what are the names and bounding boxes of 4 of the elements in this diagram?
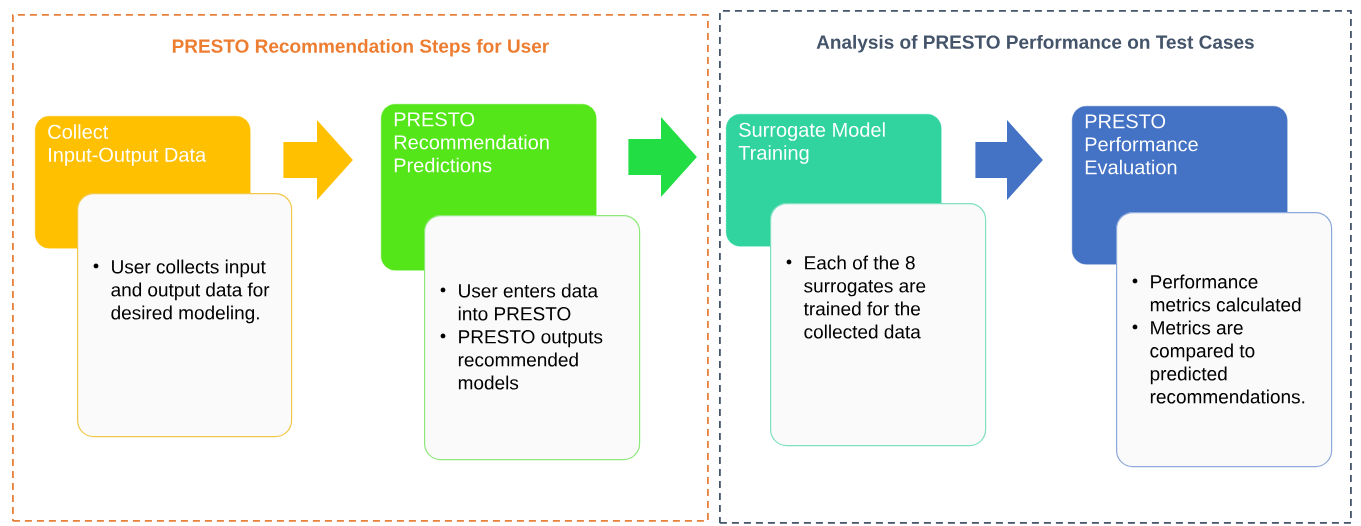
bullet-box: User collects input and output data for desired modeling. xyxy=(77,193,293,438)
bullet-box: Performance metrics calculated Metrics are compared to predicted recommendations. xyxy=(1116,212,1333,468)
bullet-box: Each of the 8 surrogates are trained for the collected data xyxy=(770,203,987,447)
bullet-box: User enters data into PRESTO PRESTO outputs recommended models xyxy=(424,215,641,461)
